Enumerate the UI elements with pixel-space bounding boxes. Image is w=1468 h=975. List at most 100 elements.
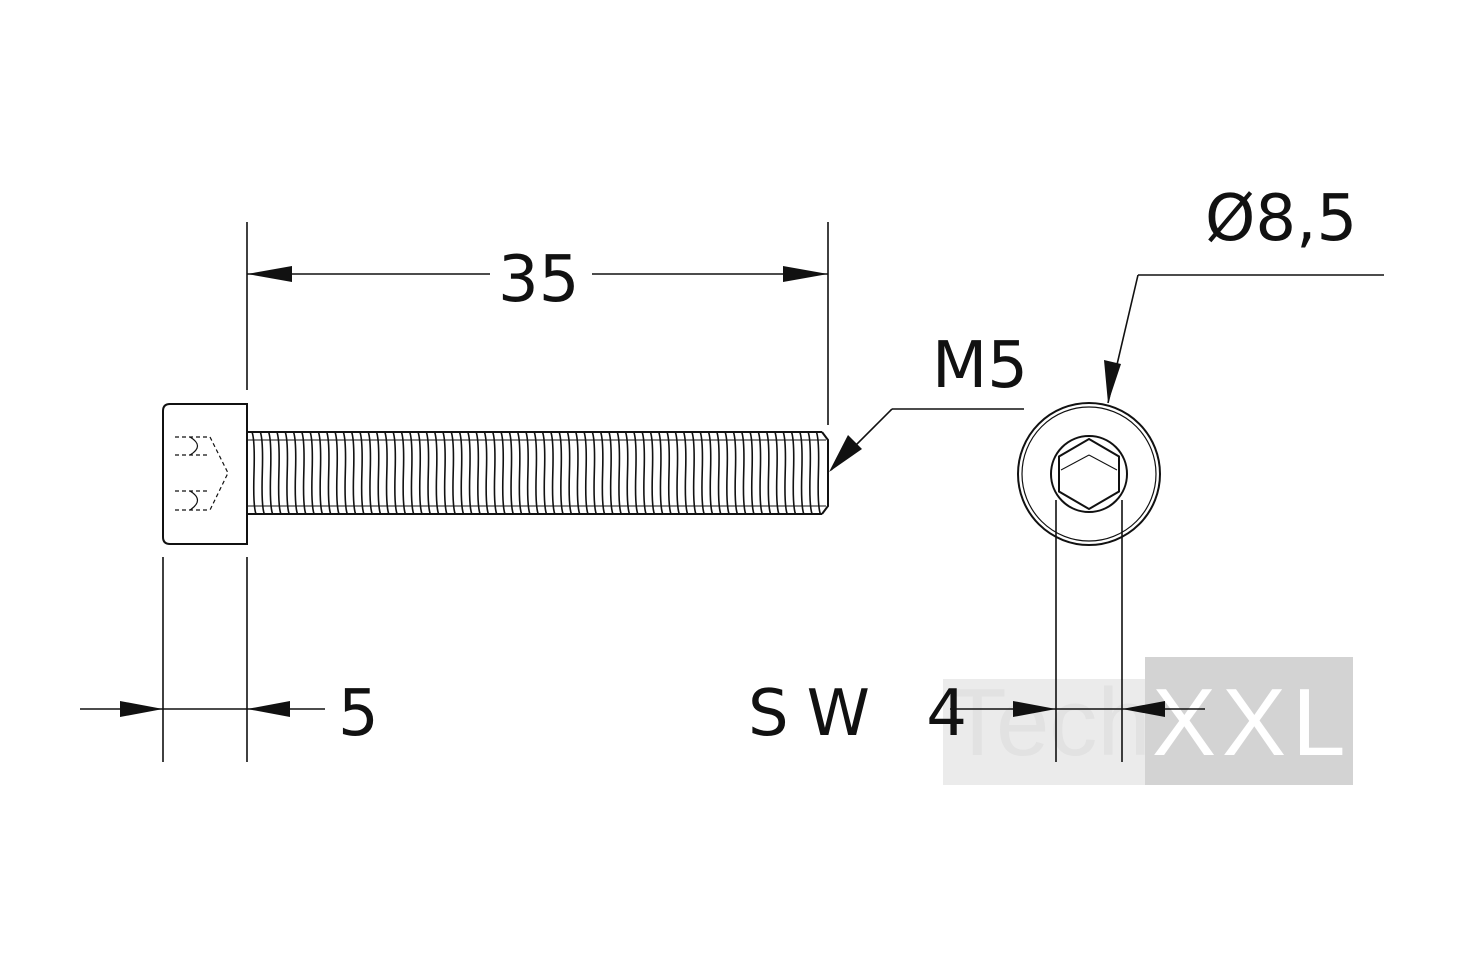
thread-crest-line: [608, 431, 614, 515]
thread-crest-line: [666, 431, 672, 515]
thread-size-label: M5: [932, 329, 1028, 403]
thread-crest-line: [500, 431, 506, 515]
thread-crest-line: [699, 431, 705, 515]
screw-end-view: [1017, 402, 1161, 546]
thread-crest-line: [375, 431, 382, 515]
thread-crest-line: [433, 431, 440, 515]
thread-crest-line: [467, 431, 473, 515]
thread-crest-line: [599, 431, 606, 515]
hex-socket: [1058, 437, 1120, 511]
thread-crest-line: [691, 431, 697, 515]
watermark: Tech XXL: [943, 657, 1353, 785]
thread-crest-line: [774, 431, 780, 515]
thread-crest-line: [508, 431, 515, 515]
thread-crest-line: [790, 431, 797, 515]
thread-crest-line: [583, 431, 589, 515]
thread-crest-line: [367, 431, 373, 515]
watermark-xxl-text: XXL: [1152, 669, 1351, 776]
thread-crest-line: [633, 431, 639, 515]
thread-crest-line: [276, 431, 282, 515]
thread-crest-line: [301, 431, 307, 515]
diameter-leader-arrow: [1104, 360, 1121, 403]
thread-crest-line: [724, 431, 730, 515]
thread-crest-line: [325, 431, 332, 515]
dim-length: [246, 222, 829, 425]
thread-crest-line: [350, 431, 357, 515]
thread-crest-line: [558, 431, 564, 515]
thread-crest-line: [284, 431, 290, 515]
head-arrow-left: [120, 701, 163, 717]
thread-crest-line: [475, 431, 481, 515]
thread-crest-line: [251, 431, 257, 515]
thread-crest-line: [799, 431, 805, 515]
length-dimension-label: 35: [498, 243, 579, 317]
thread-crest-line: [400, 431, 407, 515]
watermark-tech-text: Tech: [948, 669, 1151, 776]
thread-crest-line: [657, 431, 664, 515]
thread-crest-line: [550, 431, 556, 515]
thread-crest-line: [591, 431, 598, 515]
thread-crest-line: [292, 431, 299, 515]
thread-crest-line: [782, 431, 788, 515]
socket-circle: [1050, 435, 1128, 513]
thread-crest-line: [425, 431, 432, 515]
thread-crest-line: [408, 431, 415, 515]
thread-crest-line: [334, 431, 340, 515]
dim-head-height: [80, 557, 325, 762]
dim-diameter: [1104, 274, 1384, 404]
thread-crest-line: [749, 431, 755, 515]
thread-crest-line: [574, 431, 581, 515]
thread-crest-line: [624, 431, 631, 515]
thread-crest-line: [359, 431, 365, 515]
socket-arrow-right: [1122, 701, 1165, 717]
thread-crest-line: [533, 431, 539, 515]
thread-crest-line: [682, 431, 689, 515]
thread-crest-line: [392, 431, 398, 515]
thread-crest-line: [417, 431, 423, 515]
dim-wrench-size: [950, 500, 1205, 762]
screw-side-view: [162, 403, 829, 545]
hex-socket-tip: [209, 436, 229, 511]
hex-socket-curves: [189, 436, 199, 511]
thread-end-chamfer: [821, 431, 829, 515]
head-inner-circle: [1021, 406, 1157, 542]
thread-crest-line: [525, 431, 531, 515]
thread-crest-line: [309, 431, 315, 515]
thread-crest-line: [566, 431, 573, 515]
thread-crest-line: [616, 431, 622, 515]
thread-crest-line: [491, 431, 498, 515]
thread-crest-line: [807, 431, 813, 515]
arrow-right: [783, 266, 828, 282]
thread-pitch-lines: [251, 431, 822, 515]
thread-leader-arrow: [829, 435, 862, 472]
head-height-label: 5: [338, 677, 379, 751]
thread-crest-line: [442, 431, 448, 515]
thread-crest-line: [707, 431, 714, 515]
thread-crest-line: [483, 431, 490, 515]
thread-crest-line: [384, 431, 390, 515]
arrow-left: [247, 266, 292, 282]
thread-crest-line: [732, 431, 739, 515]
head-outer-circle: [1017, 402, 1161, 546]
diameter-label: Ø8,5: [1205, 182, 1357, 256]
wrench-size-label: SW 4: [748, 677, 985, 751]
thread-crest-line: [450, 431, 456, 515]
thread-crest-line: [516, 431, 523, 515]
dim-thread: [829, 408, 1024, 472]
thread-crest-line: [757, 431, 764, 515]
thread-crest-line: [674, 431, 681, 515]
thread-crest-line: [267, 431, 274, 515]
thread-crest-line: [541, 431, 548, 515]
thread-crest-line: [259, 431, 266, 515]
thread-crest-line: [815, 431, 822, 515]
socket-arrow-left: [1013, 701, 1056, 717]
thread-crest-line: [740, 431, 747, 515]
thread-crest-line: [458, 431, 465, 515]
screw-head-outline: [162, 403, 248, 545]
hex-inner-line-1: [1060, 454, 1090, 471]
hex-inner-line-2: [1088, 454, 1118, 471]
head-arrow-right: [247, 701, 290, 717]
thread-crest-line: [342, 431, 349, 515]
thread-crest-line: [649, 431, 656, 515]
